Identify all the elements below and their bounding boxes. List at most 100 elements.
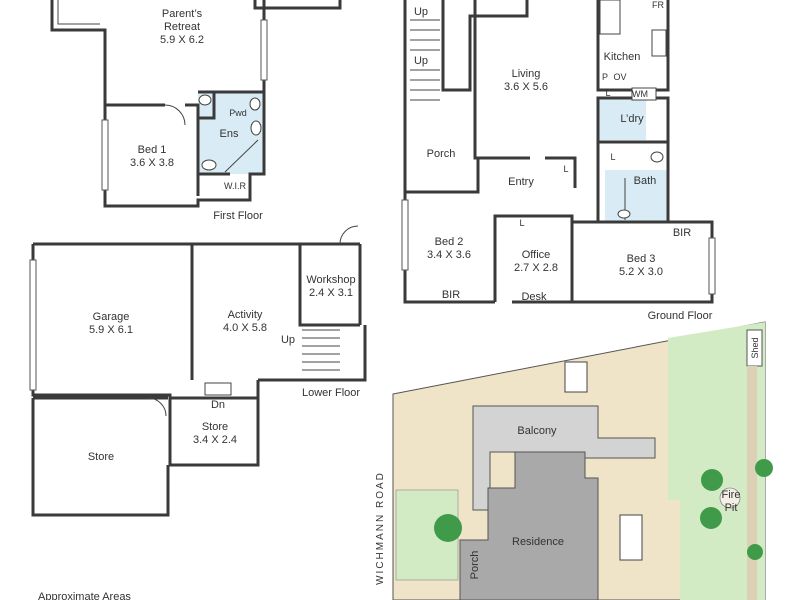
bed3-label: Bed 3 bbox=[627, 253, 656, 265]
ens-toilet bbox=[201, 159, 217, 171]
desk-label: Desk bbox=[521, 291, 547, 303]
lower-floor-plan: Garage 5.9 X 6.1 Activity 4.0 X 5.8 Work… bbox=[29, 225, 367, 517]
workshop-wall bbox=[298, 244, 360, 327]
stair-wall bbox=[441, 0, 529, 92]
ground-floor-plan: Up Up Living 3.6 X 5.6 Kitchen FR P OV W… bbox=[401, 0, 716, 322]
first-floor-plan: Parent’s Retreat 5.9 X 6.2 Bed 1 3.6 X 3… bbox=[50, 0, 342, 222]
wir-label: W.I.R bbox=[224, 181, 246, 191]
oven-label: OV bbox=[613, 72, 626, 82]
office-label: Office bbox=[522, 249, 551, 261]
fire-pit-circle bbox=[719, 487, 741, 509]
entry-label: Entry bbox=[508, 176, 534, 188]
store-large-walls bbox=[31, 398, 170, 517]
bed3-window bbox=[708, 237, 716, 295]
fire-pit-label-line2: Pit bbox=[725, 502, 738, 514]
lower-dn-label: Dn bbox=[211, 399, 225, 411]
bed1-window bbox=[101, 119, 109, 191]
bed2-size: 3.4 X 3.6 bbox=[427, 249, 471, 261]
ground-floor-title: Ground Floor bbox=[648, 310, 713, 322]
bed2-label: Bed 2 bbox=[435, 236, 464, 248]
bath-basin bbox=[617, 209, 631, 219]
ground-stairs bbox=[410, 19, 440, 101]
site-lawn-east bbox=[668, 322, 765, 600]
ground-up-label-2: Up bbox=[414, 55, 428, 67]
garage-window bbox=[29, 259, 37, 391]
site-porch-label: Porch bbox=[469, 551, 481, 580]
site-tree bbox=[755, 459, 773, 477]
store-door-swing bbox=[147, 397, 167, 417]
kitchen-sink bbox=[651, 29, 667, 57]
porch-label: Porch bbox=[427, 148, 456, 160]
site-plan: Balcony Residence Porch Fire Pit Shed WI… bbox=[375, 321, 773, 600]
office-walls bbox=[493, 214, 574, 302]
store-small-size: 3.4 X 2.4 bbox=[193, 434, 237, 446]
living-west-wall bbox=[473, 0, 530, 160]
bath-toilet bbox=[650, 151, 664, 163]
laundry-label: L’dry bbox=[620, 113, 644, 125]
approx-areas-heading: Approximate Areas bbox=[38, 591, 131, 600]
road-label: WICHMANN ROAD bbox=[375, 471, 386, 585]
bed3-size: 5.2 X 3.0 bbox=[619, 266, 663, 278]
living-size: 3.6 X 5.6 bbox=[504, 81, 548, 93]
store-small-walls bbox=[168, 380, 260, 467]
bath-tiles bbox=[605, 170, 667, 222]
kitchen-island bbox=[599, 0, 621, 35]
first-floor-title: First Floor bbox=[213, 210, 263, 222]
store-large-label: Store bbox=[88, 451, 114, 463]
living-label: Living bbox=[512, 68, 541, 80]
parents-retreat-size: 5.9 X 6.2 bbox=[160, 34, 204, 46]
activity-size: 4.0 X 5.8 bbox=[223, 322, 267, 334]
office-linen-label: L bbox=[519, 218, 524, 228]
ens-west-wall bbox=[185, 103, 200, 196]
entry-linen-label: L bbox=[563, 164, 568, 174]
activity-label: Activity bbox=[228, 309, 263, 321]
bed1-door-swing bbox=[164, 104, 186, 126]
first-floor-outline bbox=[50, 0, 266, 208]
pwd-label: Pwd bbox=[229, 108, 247, 118]
garage-size: 5.9 X 6.1 bbox=[89, 324, 133, 336]
bed3-bir-label: BIR bbox=[673, 227, 691, 239]
ens-label: Ens bbox=[220, 128, 239, 140]
garage-label: Garage bbox=[93, 311, 130, 323]
site-tree bbox=[434, 514, 462, 542]
bath-linen-label: L bbox=[610, 152, 615, 162]
lower-east-wall bbox=[258, 325, 367, 382]
site-residence-roof bbox=[459, 451, 599, 600]
wm-label: WM bbox=[632, 89, 648, 99]
site-tree bbox=[747, 544, 763, 560]
fridge-label: FR bbox=[652, 0, 664, 10]
site-path bbox=[747, 366, 757, 600]
bed1-label: Bed 1 bbox=[138, 144, 167, 156]
ens-basin bbox=[250, 120, 262, 136]
shed-label: Shed bbox=[750, 337, 760, 358]
parents-retreat-label-line1: Parent’s bbox=[162, 8, 203, 20]
bath-label: Bath bbox=[634, 175, 657, 187]
lower-door-swing bbox=[339, 225, 359, 245]
pantry-label: P bbox=[602, 72, 608, 82]
residence-label: Residence bbox=[512, 536, 564, 548]
bed2-bir-label: BIR bbox=[442, 289, 460, 301]
laundry-tiles bbox=[598, 98, 646, 140]
bed2-window bbox=[401, 199, 409, 271]
pwd-toilet bbox=[249, 97, 261, 111]
kitchen-linen-label: L bbox=[605, 88, 610, 98]
site-stair-feature bbox=[564, 361, 588, 393]
site-tree bbox=[700, 507, 722, 529]
retreat-window bbox=[260, 19, 268, 81]
parents-retreat-label-line2: Retreat bbox=[164, 21, 200, 33]
pwd-basin bbox=[198, 94, 212, 106]
ens-shower-screen bbox=[224, 139, 259, 173]
pwd-wall bbox=[198, 92, 216, 120]
bed1-size: 3.6 X 3.8 bbox=[130, 157, 174, 169]
first-floor-balcony-edge bbox=[57, 0, 100, 25]
first-floor-roof-edge bbox=[253, 0, 342, 10]
washing-machine bbox=[631, 87, 657, 101]
lower-floor-title: Lower Floor bbox=[302, 387, 360, 399]
lower-up-label: Up bbox=[281, 334, 295, 346]
porch-wall bbox=[405, 158, 480, 194]
site-step-feature bbox=[619, 514, 643, 561]
lower-stairs bbox=[204, 329, 340, 396]
fire-pit-label-line1: Fire bbox=[722, 489, 741, 501]
ground-up-label-1: Up bbox=[414, 6, 428, 18]
